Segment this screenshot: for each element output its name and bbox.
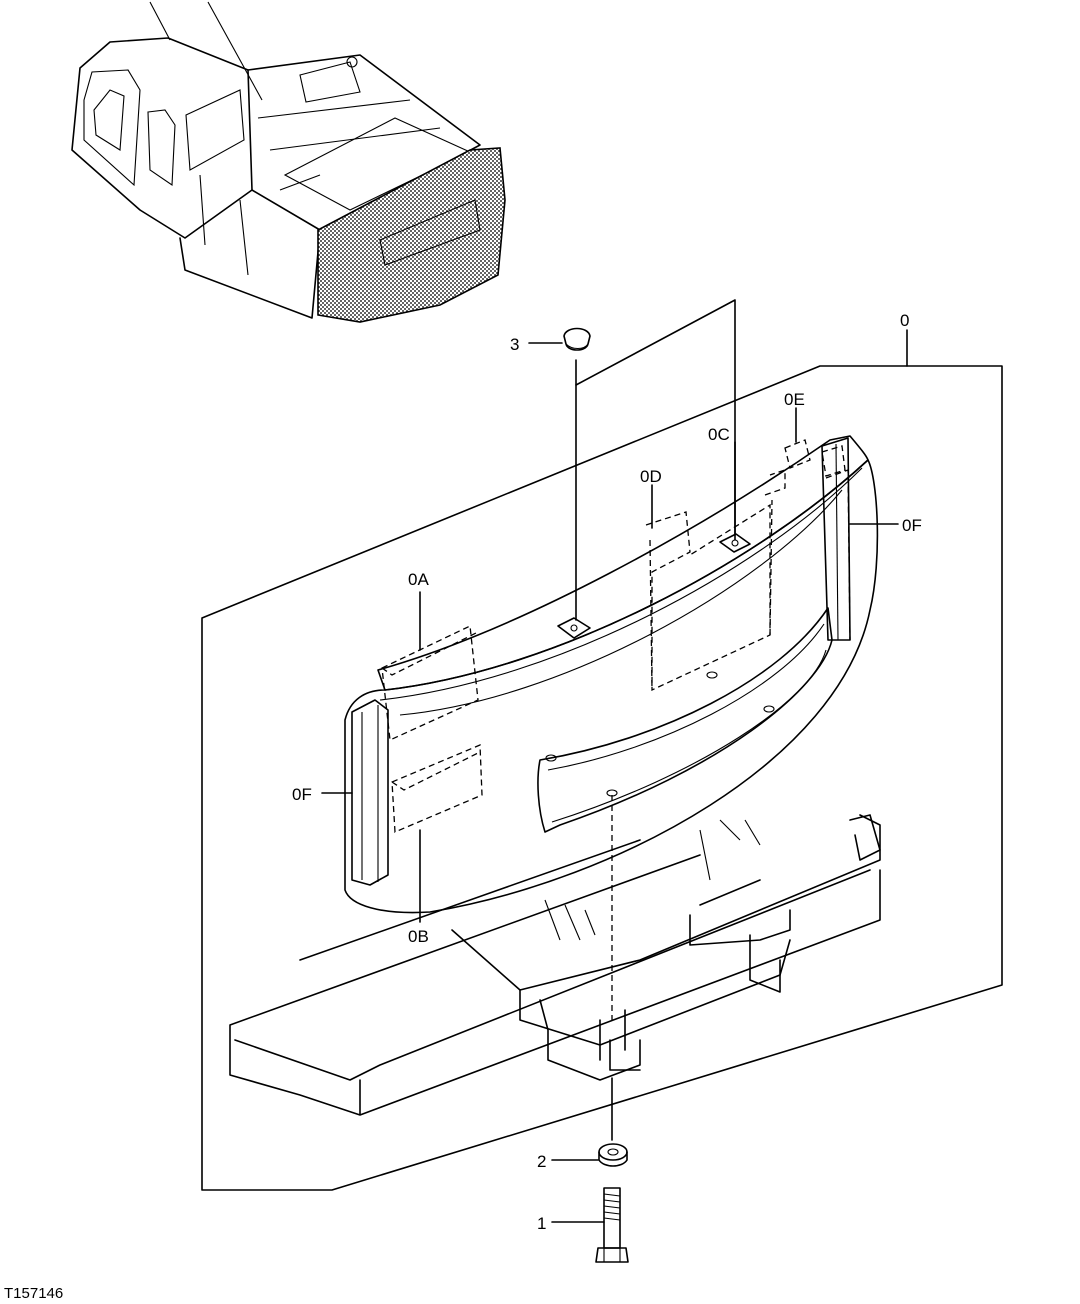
label-part-2: 2 xyxy=(537,1152,546,1171)
counterweight xyxy=(344,435,879,914)
label-sub-0E: 0E xyxy=(784,390,805,409)
label-sub-0C: 0C xyxy=(708,425,730,444)
leader-lines xyxy=(321,299,908,1223)
plug-part-3 xyxy=(563,327,591,351)
frame-illustration xyxy=(229,814,881,1116)
hidden-weight-blocks xyxy=(381,439,851,833)
hardware xyxy=(563,327,629,1263)
bolt-part-1 xyxy=(595,1187,629,1263)
label-sub-0F-left: 0F xyxy=(292,785,312,804)
counterweight-highlight xyxy=(317,147,506,323)
label-part-3: 3 xyxy=(510,335,519,354)
figure-reference: T157146 xyxy=(4,1285,63,1302)
assembly-outline xyxy=(201,365,1003,1191)
label-sub-0A: 0A xyxy=(408,570,429,589)
washer-part-2 xyxy=(598,1143,628,1167)
excavator-locator-illustration xyxy=(71,1,506,323)
label-part-1: 1 xyxy=(537,1214,546,1233)
label-sub-0D: 0D xyxy=(640,467,662,486)
label-assembly-0: 0 xyxy=(900,311,909,330)
label-sub-0B: 0B xyxy=(408,927,429,946)
label-sub-0F-right: 0F xyxy=(902,516,922,535)
